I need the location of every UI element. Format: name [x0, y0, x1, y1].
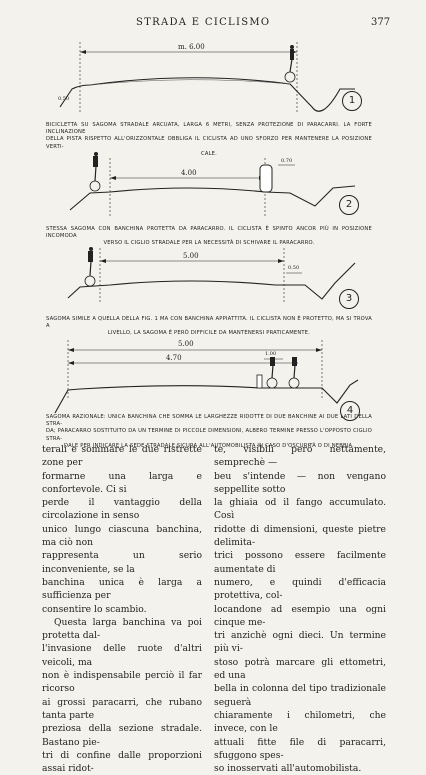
- text-line: so inosservati all'automobilista.: [214, 763, 362, 775]
- dimension-small: 1.00: [265, 351, 277, 357]
- caption-line: DA; PARACARRO SOSTITUITO DA UN TERMINE D…: [46, 428, 372, 442]
- cyclist-icon: [288, 357, 300, 389]
- text-line: chiaramente i chilometri, che invece, co…: [214, 709, 386, 735]
- figure-1: m. 6.00 0.50 1: [50, 37, 362, 122]
- figure-2-caption: STESSA SAGOMA CON BANCHINA PROTETTA DA P…: [46, 226, 372, 248]
- cyclist-icon: [89, 152, 101, 192]
- caption-line: BICICLETTA SU SAGOMA STRADALE ARCUATA, L…: [46, 122, 372, 136]
- figure-number: 1: [342, 91, 362, 111]
- dimension-small: 0.50: [288, 265, 300, 271]
- text-line: rappresenta un serio inconveniente, se l…: [42, 550, 202, 575]
- dimension-inner-width: 4.70: [166, 354, 182, 362]
- cyclist-icon: [84, 247, 96, 287]
- text-line: attuali fitte file di paracarri, sfuggon…: [214, 736, 386, 761]
- text-line: ai grossi paracarri, che rubano tanta pa…: [42, 696, 202, 721]
- caption-line: DELLA PISTA RISPETTO ALL'ORIZZONTALE OBB…: [46, 136, 372, 150]
- dimension-width: 5.00: [178, 340, 194, 348]
- figure-4-caption: SAGOMA RAZIONALE: UNICA BANCHINA CHE SOM…: [46, 414, 372, 450]
- figure-4: 5.00 4.70 1.00 4: [50, 335, 360, 425]
- figure-number: 4: [340, 401, 360, 421]
- text-line: perde il vantaggio della circolazione in…: [42, 497, 202, 522]
- text-line: unico lungo ciascuna banchina, ma ciò no…: [42, 523, 202, 549]
- caption-line: DALE PER INDICARE LA SEDE STRADALE SICUR…: [63, 442, 355, 449]
- text-line: banchina unica è larga a sufficienza per: [42, 576, 202, 602]
- text-line: terali e sommare le due ristrette zone p…: [42, 444, 202, 469]
- text-line: preziosa della sezione stradale. Bastano…: [42, 723, 202, 748]
- figure-3-caption: SAGOMA SIMILE A QUELLA DELLA FIG. 1 MA C…: [46, 316, 372, 338]
- road-section-2-drawing: [69, 152, 356, 218]
- caption-line: VERSO IL CIGLIO STRADALE PER LA NECESSIT…: [103, 240, 315, 247]
- text-line: trici possono essere facilmente aumentat…: [214, 550, 386, 575]
- text-line: locandone ad esempio una ogni cinque me-: [214, 603, 386, 628]
- text-line: bella in colonna del tipo tradizionale s…: [214, 683, 386, 708]
- dimension-small: 0.50: [58, 96, 70, 102]
- caption-line: SAGOMA SIMILE A QUELLA DELLA FIG. 1 MA C…: [46, 316, 372, 330]
- text-line: tri di confine dalle proporzioni assai r…: [42, 749, 202, 775]
- left-text-column: terali e sommare le due ristrette zone p…: [42, 443, 202, 775]
- dimension-small: 0.70: [281, 158, 293, 164]
- dimension-width: m. 6.00: [178, 43, 205, 51]
- running-header: STRADA E CICLISMO 377: [0, 17, 426, 31]
- text-line: non è indispensabile perciò il far ricor…: [42, 670, 202, 695]
- text-line: la ghiaia od il fango accumulato. Così: [214, 497, 386, 522]
- cyclist-icon: [284, 45, 296, 83]
- figure-3: 5.00 0.50 3: [50, 243, 360, 313]
- caption-line: LIVELLO, LA SAGOMA È PERÒ DIFFICILE DA M…: [107, 330, 311, 337]
- page-number: 377: [371, 17, 391, 28]
- cyclist-icon: [266, 357, 278, 389]
- text-line: numero, e quindi d'efficacia protettiva,…: [214, 576, 386, 602]
- road-section-4-drawing: [54, 340, 359, 414]
- text-line: tri anzichè ogni dieci. Un termine più v…: [214, 630, 386, 655]
- road-section-3-drawing: [67, 247, 356, 303]
- caption-line: STESSA SAGOMA CON BANCHINA PROTETTA DA P…: [46, 226, 372, 240]
- dimension-width: 5.00: [183, 252, 199, 260]
- text-line: stoso potrà marcare gli ettometri, ed un…: [214, 656, 386, 682]
- caption-line: CALE.: [201, 150, 217, 157]
- dimension-width: 4.00: [181, 169, 197, 177]
- figure-number: 2: [339, 195, 359, 215]
- figure-number: 3: [339, 289, 359, 309]
- figure-2: 4.00 0.70 2: [50, 148, 360, 226]
- text-line: l'invasione delle ruote d'altri veicoli,…: [42, 643, 202, 668]
- text-line: Questa larga banchina va poi protetta da…: [42, 616, 202, 642]
- text-line: te, visibili però nettamente, semprechè …: [214, 444, 386, 469]
- right-text-column: te, visibili però nettamente, semprechè …: [214, 443, 386, 775]
- text-line: consentire lo scambio.: [42, 603, 147, 615]
- header-title: STRADA E CICLISMO: [136, 17, 271, 28]
- text-line: beu s'intende — non vengano seppellite s…: [214, 470, 386, 495]
- text-line: formarne una larga e confortevole. Ci si: [42, 470, 202, 495]
- caption-line: SAGOMA RAZIONALE: UNICA BANCHINA CHE SOM…: [46, 414, 372, 428]
- figure-1-caption: BICICLETTA SU SAGOMA STRADALE ARCUATA, L…: [46, 122, 372, 158]
- text-line: ridotte di dimensioni, queste pietre del…: [214, 523, 386, 549]
- road-section-1-drawing: [59, 42, 355, 112]
